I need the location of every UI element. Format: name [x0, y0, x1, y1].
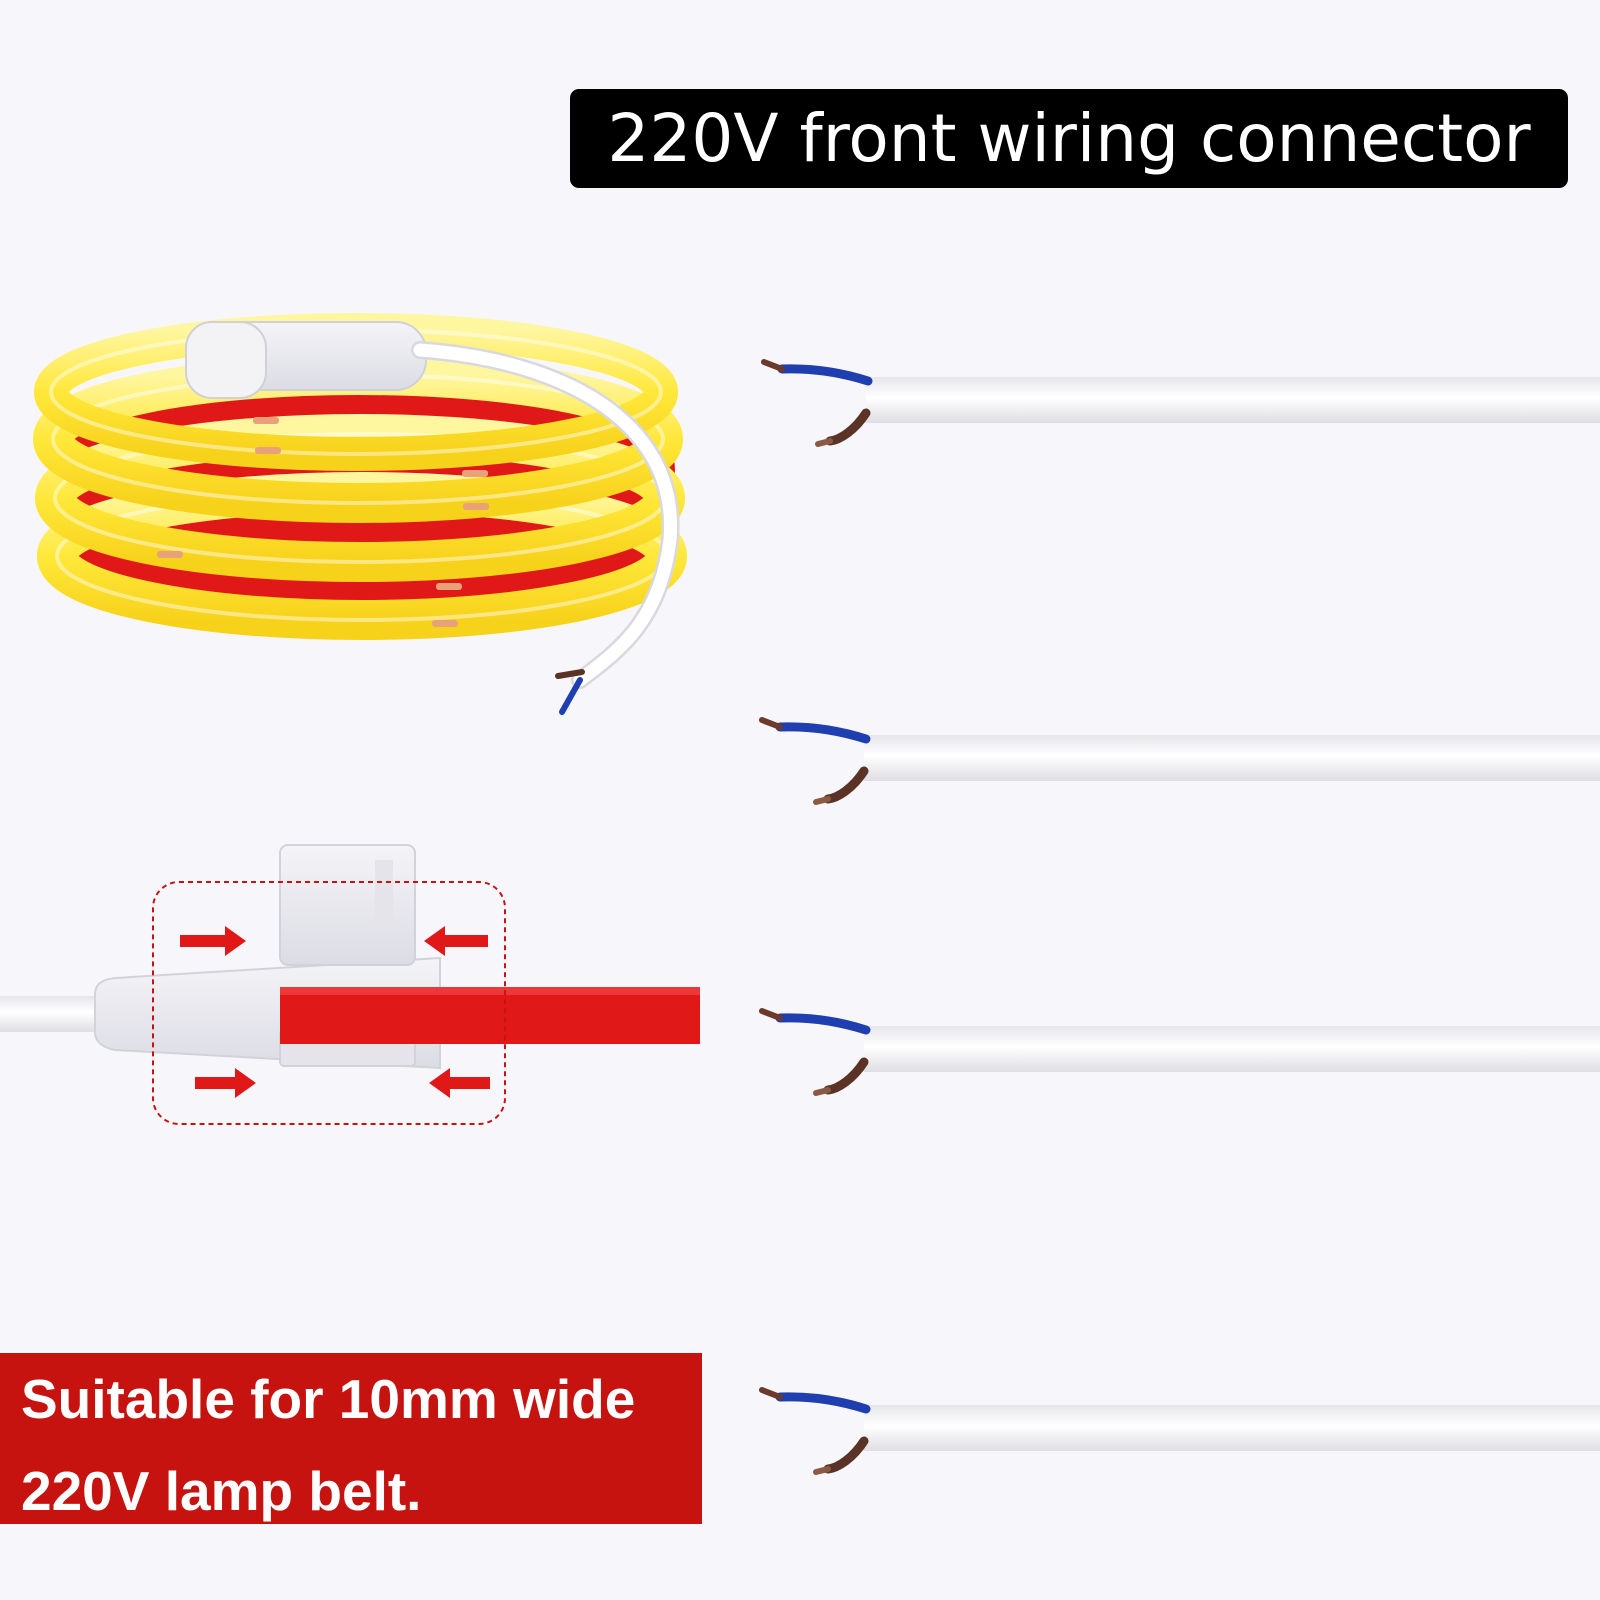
- led-strip-reel-icon: [33, 313, 687, 715]
- stripped-cable-icon: [759, 1387, 1600, 1475]
- stripped-cable-icon: [759, 1008, 1600, 1096]
- title-badge: 220V front wiring connector: [570, 89, 1568, 188]
- connector-closeup-icon: [0, 844, 700, 1125]
- arrow-left-icon: [424, 926, 490, 1098]
- stripped-cable-icon: [759, 717, 1600, 805]
- note-line-2: 220V lamp belt.: [21, 1460, 422, 1522]
- note-line-1: Suitable for 10mm wide: [21, 1368, 636, 1430]
- compatibility-note: Suitable for 10mm wide 220V lamp belt.: [0, 1353, 702, 1524]
- stripped-cable-icon: [761, 359, 1600, 447]
- arrow-right-icon: [180, 926, 256, 1098]
